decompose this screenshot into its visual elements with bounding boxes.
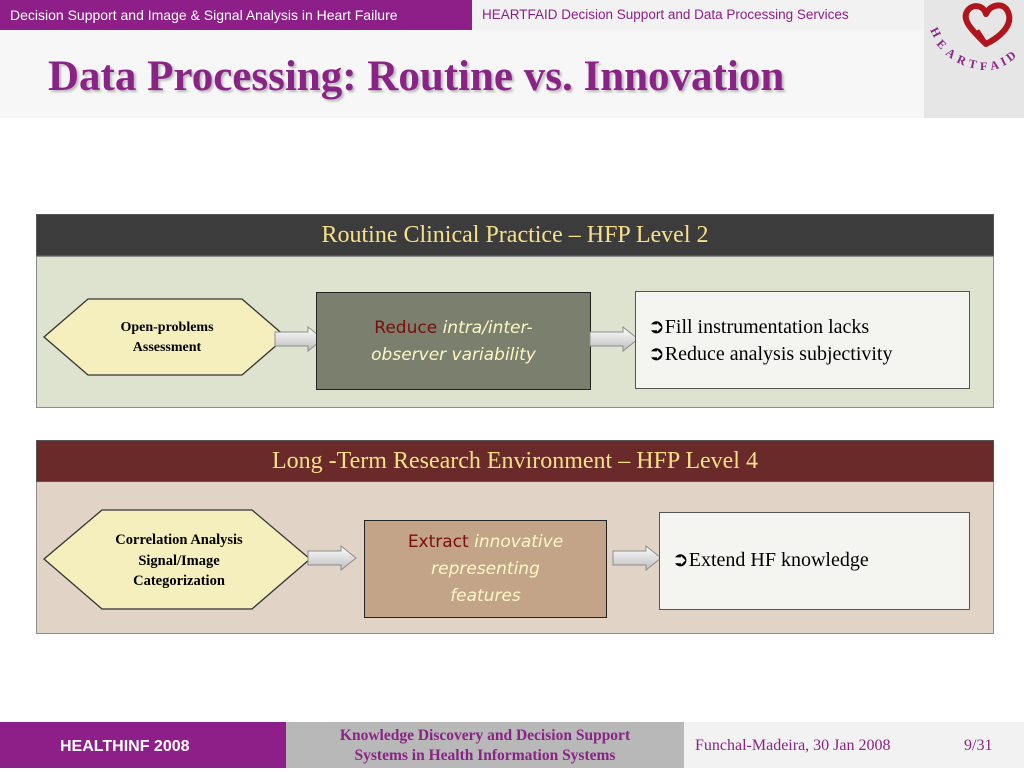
svg-text:A: A: [989, 57, 1001, 73]
footer-location: Funchal-Madeira, 30 Jan 2008: [695, 737, 891, 754]
extract-features-box: Extract innovative representing features: [364, 520, 607, 618]
process-verb: Reduce: [374, 318, 438, 338]
routine-outcomes-box: ➲Fill instrumentation lacks ➲Reduce anal…: [635, 291, 970, 389]
correlation-analysis-label: Correlation Analysis Signal/Image Catego…: [95, 530, 263, 592]
outcome-item: ➲Reduce analysis subjectivity: [648, 341, 969, 368]
outcome-text: Reduce analysis subjectivity: [664, 343, 893, 365]
right-arrow-icon: [274, 326, 324, 352]
heartfaid-logo: H E A R T F A I D: [924, 0, 1024, 118]
footer-talk-title: Knowledge Discovery and Decision Support…: [286, 722, 684, 768]
svg-text:I: I: [998, 54, 1009, 69]
research-outcomes-box: ➲Extend HF knowledge: [659, 512, 970, 610]
process-detail-1: innovative: [474, 532, 564, 552]
bullet-arrow-icon: ➲: [648, 316, 665, 338]
footer-conference: HEALTHINF 2008: [0, 722, 286, 768]
header-left-banner: Decision Support and Image & Signal Anal…: [0, 0, 472, 30]
right-arrow-icon: [307, 545, 357, 571]
svg-text:F: F: [980, 59, 987, 73]
routine-panel-header: Routine Clinical Practice – HFP Level 2: [36, 214, 994, 256]
input-line-1: Correlation Analysis: [115, 532, 243, 548]
process-detail-2: observer variability: [371, 345, 536, 365]
outcome-item: ➲Extend HF knowledge: [672, 547, 969, 574]
svg-text:T: T: [967, 56, 978, 71]
input-line-1: Open-problems: [120, 320, 214, 335]
process-detail-2: representing: [431, 559, 540, 579]
outcome-item: ➲Fill instrumentation lacks: [648, 314, 969, 341]
process-verb: Extract: [407, 532, 469, 552]
input-line-2: Assessment: [132, 340, 202, 355]
process-detail-1: intra/inter-: [442, 318, 533, 338]
header-left-text: Decision Support and Image & Signal Anal…: [10, 7, 398, 23]
heart-logo-icon: H E A R T F A I D: [927, 2, 1019, 73]
title-band: [0, 30, 924, 118]
svg-text:R: R: [955, 52, 969, 68]
bullet-arrow-icon: ➲: [648, 343, 665, 365]
right-arrow-icon: [612, 545, 662, 571]
reduce-variability-box: Reduce intra/inter- observer variability: [316, 292, 591, 390]
process-detail-3: features: [450, 586, 521, 606]
talk-title-line-2: Systems in Health Information Systems: [354, 747, 616, 764]
talk-title-line-1: Knowledge Discovery and Decision Support: [339, 727, 631, 744]
right-arrow-icon: [589, 326, 639, 352]
research-panel-header: Long -Term Research Environment – HFP Le…: [36, 440, 994, 482]
open-problems-label: Open-problems Assessment: [92, 318, 242, 358]
header-right-banner: HEARTFAID Decision Support and Data Proc…: [472, 0, 924, 30]
page-title: Data Processing: Routine vs. Innovation: [48, 53, 785, 100]
input-line-3: Categorization: [133, 573, 225, 589]
input-line-2: Signal/Image: [138, 552, 220, 569]
conference-name: HEALTHINF 2008: [60, 738, 190, 755]
outcome-text: Extend HF knowledge: [688, 549, 869, 571]
footer-info: Funchal-Madeira, 30 Jan 2008 9/31: [684, 722, 1024, 768]
outcome-text: Fill instrumentation lacks: [664, 316, 870, 338]
bullet-arrow-icon: ➲: [672, 549, 689, 571]
header-right-text: HEARTFAID Decision Support and Data Proc…: [482, 7, 849, 22]
slide-number: 9/31: [964, 737, 993, 754]
